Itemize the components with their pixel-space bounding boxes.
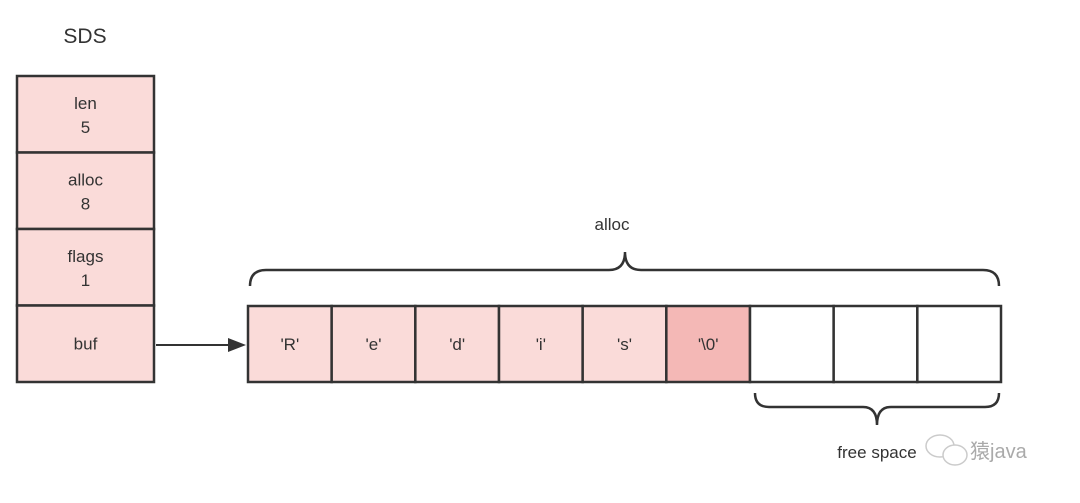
field-box [15,304,156,384]
field-flags: flags 1 [15,227,156,307]
buf-cell: 'R' [246,304,333,384]
free-space-label: free space [837,443,916,462]
buf-pointer-arrow [156,338,246,352]
alloc-brace [248,251,1001,287]
buf-array: 'R' 'e' 'd' 'i' 's' '\0' [246,304,1003,384]
free-space-brace [753,392,1001,426]
buf-cell: 'e' [330,304,417,384]
field-name: len [74,94,97,113]
sds-header-struct: len 5 alloc 8 flags 1 buf [15,74,156,384]
buf-cell-box [246,304,333,384]
buf-cell-char: '\0' [698,335,719,354]
buf-cell-box [832,304,919,384]
field-box [15,151,156,231]
field-name: alloc [68,171,103,190]
buf-cell [832,304,919,384]
buf-cell: 's' [581,304,668,384]
field-name: buf [74,335,98,354]
buf-cell-char: 'e' [366,335,382,354]
diagram-title: SDS [63,25,106,48]
buf-cell: '\0' [665,304,752,384]
buf-cell-char: 's' [617,335,632,354]
field-value: 5 [81,118,90,137]
buf-cell-box [916,304,1003,384]
watermark: 猿java [970,440,1028,463]
buf-cell [916,304,1003,384]
buf-cell-char: 'R' [280,335,299,354]
buf-cell-box [748,304,835,384]
field-name: flags [68,247,104,266]
field-box [15,74,156,154]
field-value: 8 [81,195,90,214]
alloc-label: alloc [595,215,630,234]
buf-cell: 'd' [414,304,501,384]
buf-cell-char: 'd' [449,335,465,354]
field-len: len 5 [15,74,156,154]
buf-cell-char: 'i' [536,335,546,354]
wechat-icon [925,434,968,466]
buf-cell [748,304,835,384]
buf-cell-box [330,304,417,384]
buf-cell: 'i' [497,304,584,384]
field-value: 1 [81,271,90,290]
field-box [15,227,156,307]
field-alloc: alloc 8 [15,151,156,231]
field-buf: buf [15,304,156,384]
